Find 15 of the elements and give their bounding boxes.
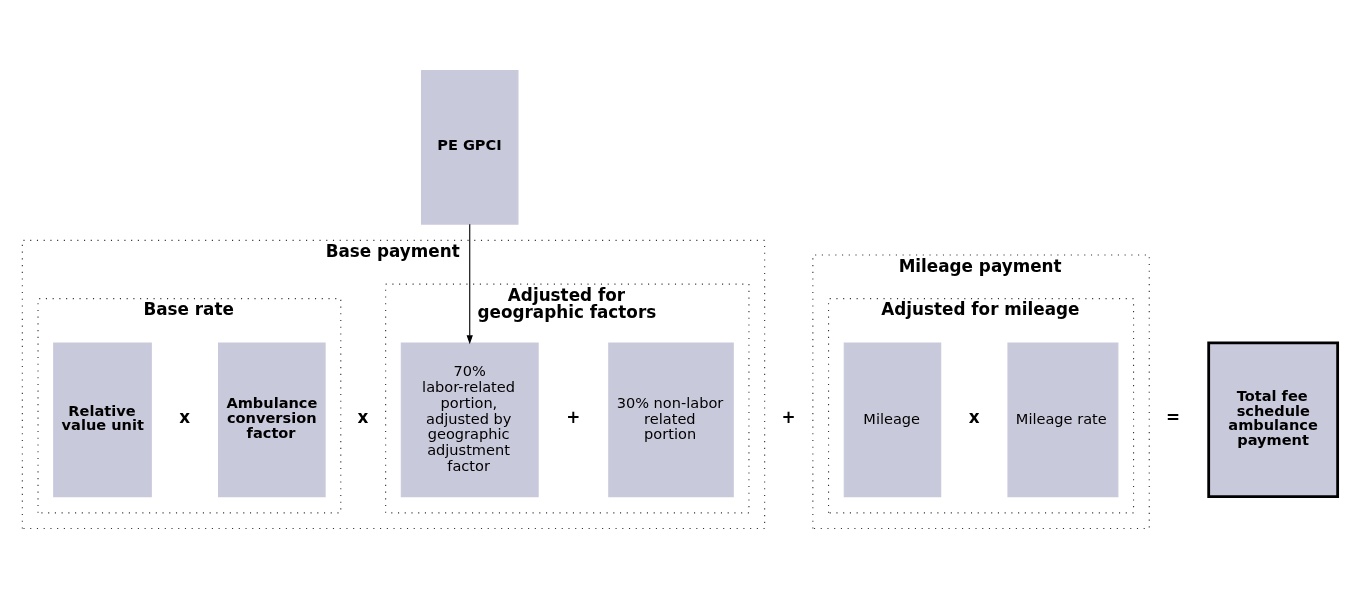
arrow bbox=[466, 223, 473, 344]
node-box: PE GPCI bbox=[420, 69, 519, 225]
label: x bbox=[968, 406, 980, 427]
node-box: Mileage rate bbox=[1007, 341, 1119, 497]
label: + bbox=[781, 406, 796, 427]
node-box: 70% labor-related portion, adjusted by geographic adjustment factor bbox=[400, 341, 539, 497]
label: = bbox=[1166, 406, 1181, 427]
label: + bbox=[566, 406, 581, 427]
node-box: Relative value unit bbox=[53, 341, 152, 497]
label: x bbox=[179, 406, 191, 427]
node-box: Total fee schedule ambulance payment bbox=[1207, 341, 1340, 498]
node-box: Ambulance conversion factor bbox=[218, 341, 326, 497]
node-box: Mileage bbox=[843, 341, 942, 497]
node-box: 30% non-labor related portion bbox=[608, 341, 734, 497]
label: x bbox=[357, 406, 369, 427]
